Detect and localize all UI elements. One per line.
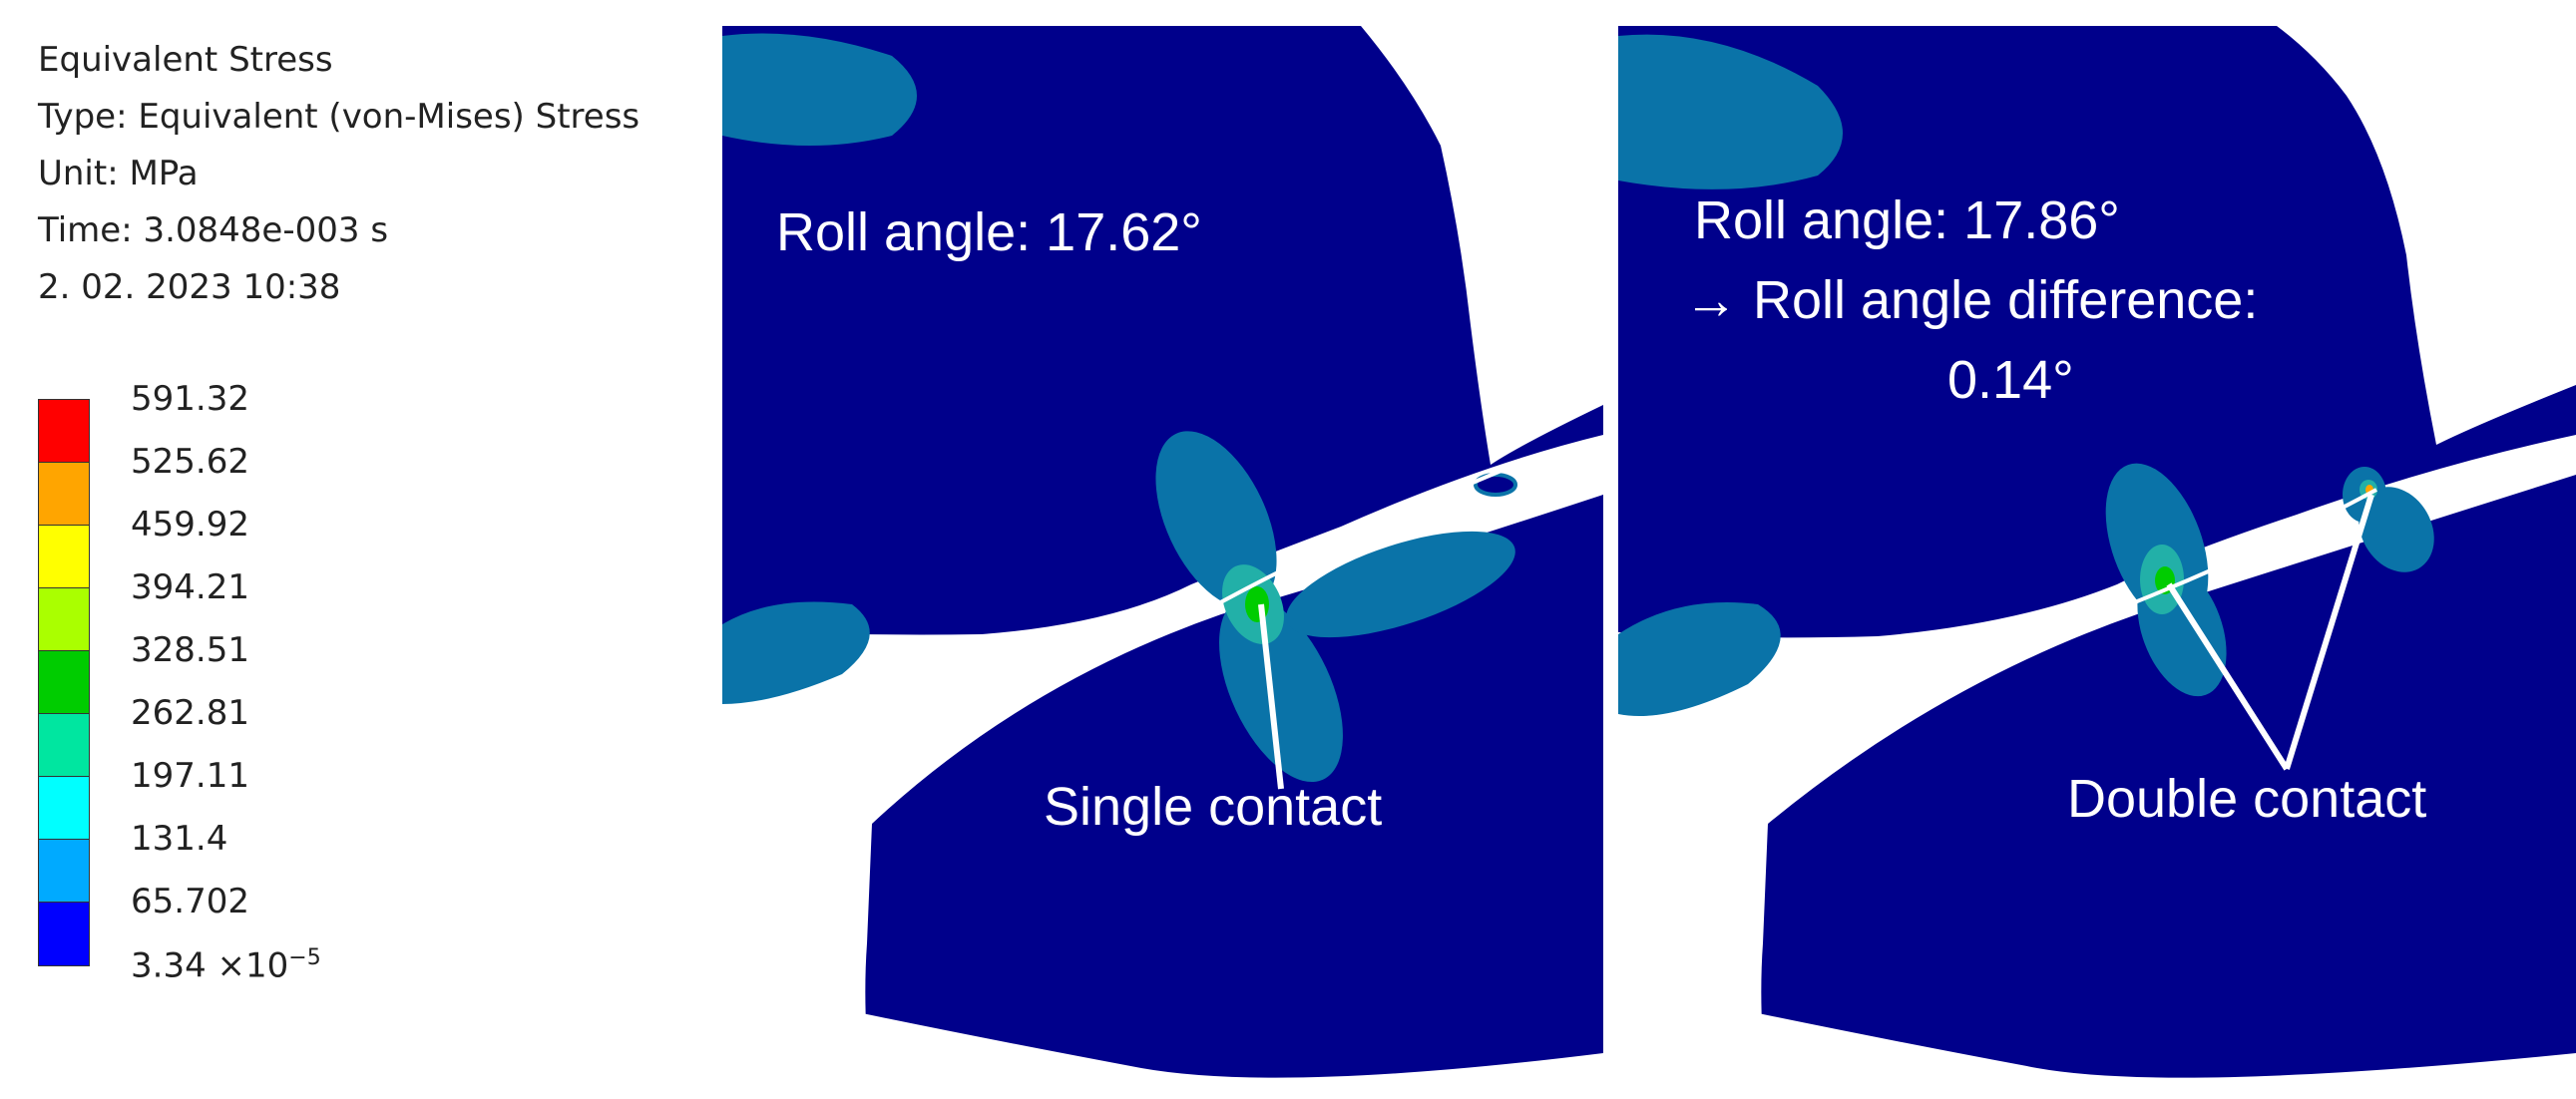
legend-label: 197.11 [131, 756, 249, 796]
legend-min-exponent: −5 [288, 945, 321, 970]
legend-label: 591.32 [131, 379, 249, 419]
bottom-gap [1618, 983, 2576, 1099]
upper-gear-body [1618, 26, 2576, 638]
result-type: Type: Equivalent (von-Mises) Stress [38, 97, 641, 137]
legend-swatch-blue [39, 903, 89, 965]
contact-gap-line [2116, 488, 2377, 611]
lower-petal-stress [1219, 595, 1343, 783]
right-stress-panel: Roll angle: 17.86° → Roll angle differen… [1618, 26, 2576, 1099]
legend-label: 262.81 [131, 693, 249, 733]
contact-high-stress [1245, 586, 1269, 622]
top-left-stress-blob [722, 33, 917, 146]
roll-angle-difference-line1: → Roll angle difference: [1684, 270, 2259, 330]
roll-angle-difference-line2: 0.14° [1947, 350, 2074, 410]
legend-label-min: 3.34 ×10−5 [131, 945, 321, 985]
result-date: 2. 02. 2023 10:38 [38, 267, 341, 307]
double-contact-label: Double contact [2067, 769, 2427, 829]
legend-label: 65.702 [131, 882, 249, 921]
contact2-lower-petal [2359, 487, 2434, 572]
upper-gear-body [722, 26, 1603, 635]
right-roll-angle: Roll angle: 17.86° [1694, 190, 2120, 250]
upper-right-gap [1361, 26, 1603, 465]
left-roll-angle: Roll angle: 17.62° [776, 202, 1202, 262]
contact-gap-line [1180, 461, 1521, 626]
result-unit: Unit: MPa [38, 154, 199, 193]
double-contact-pointer-2 [2284, 494, 2374, 770]
legend-swatch-red [39, 400, 89, 463]
upper-right-gap [2277, 26, 2576, 445]
double-contact-pointer-1 [2166, 582, 2290, 771]
result-title: Equivalent Stress [38, 40, 333, 80]
legend-swatch-green [39, 651, 89, 714]
top-left-stress-blob [1618, 34, 1843, 189]
legend-min-value: 3.34 ×10 [131, 945, 289, 986]
legend-label: 394.21 [131, 567, 249, 607]
left-edge-stress-blob [1618, 602, 1781, 716]
legend-swatch-sky-blue [39, 840, 89, 903]
right-lobe-stress [1286, 531, 1515, 638]
left-stress-plot [722, 26, 1603, 1099]
legend-label: 328.51 [131, 630, 249, 670]
legend-swatch-cyan [39, 777, 89, 840]
legend-swatch-orange [39, 463, 89, 526]
right-stress-plot [1618, 26, 2576, 1099]
single-contact-label: Single contact [1044, 777, 1383, 837]
lower-gear-body [1761, 475, 2576, 1099]
result-info: Equivalent Stress Type: Equivalent (von-… [38, 32, 716, 316]
result-time: Time: 3.0848e-003 s [38, 210, 389, 250]
left-stress-panel: Roll angle: 17.62° Single contact [722, 26, 1603, 1099]
single-contact-pointer [1258, 603, 1284, 790]
bottom-gap [722, 983, 1603, 1099]
lower-gear-body [865, 495, 1603, 1099]
legend-label: 131.4 [131, 819, 228, 859]
legend-swatch-yellow-green [39, 588, 89, 651]
legend-label: 525.62 [131, 442, 249, 482]
left-edge-stress-blob [722, 601, 870, 704]
legend-swatch-yellow [39, 526, 89, 588]
legend-color-bar [38, 399, 90, 966]
legend-label: 459.92 [131, 505, 249, 545]
legend-swatch-teal [39, 714, 89, 777]
upper-petal-stress [1155, 431, 1277, 608]
